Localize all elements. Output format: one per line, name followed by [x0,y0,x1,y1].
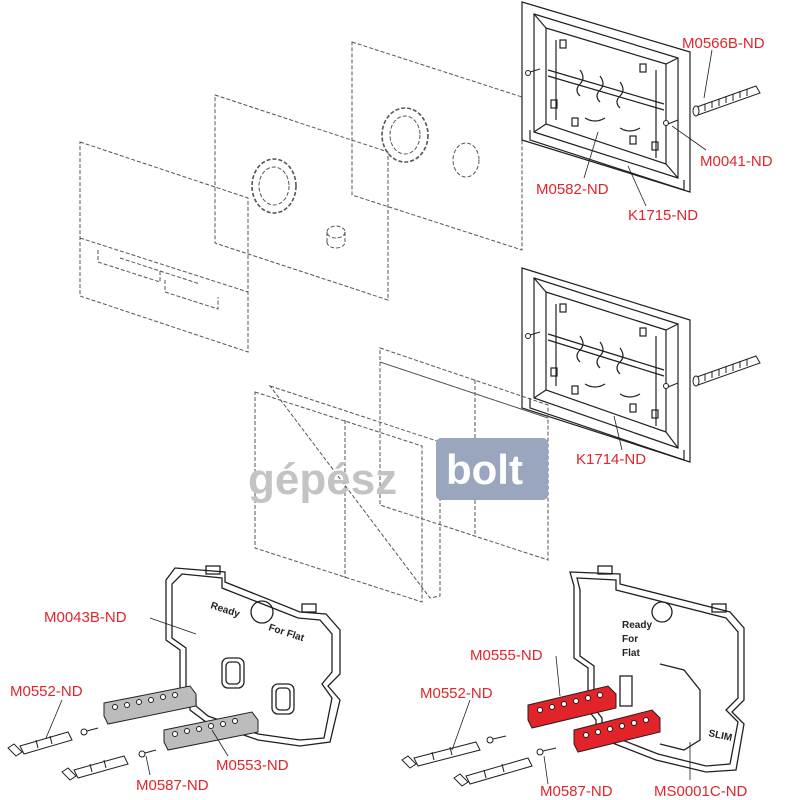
clip-strip-m0555-upper [527,685,617,729]
clip-strip-m0555-lower [573,709,661,753]
anchor-m0552-left-lower [61,755,129,781]
watermark: gépész bolt [248,438,548,504]
anchor-m0552-left-upper [7,731,73,757]
anchor-m0552-right-lower [453,757,533,787]
frame-k1714 [521,267,691,463]
long-screw-m0566b [692,85,761,117]
watermark-left-text: gépész [248,455,397,504]
side-screw-left-upper [525,68,541,76]
label-m0041: M0041-ND [700,153,773,170]
small-screw-m0041 [663,119,679,126]
plate-text-ready-vertical-2: For [622,634,638,645]
screw-m0587-left-lower [138,749,157,758]
label-k1714: K1714-ND [576,451,646,468]
side-screw-left-lower [525,331,541,339]
label-m0587-left: M0587-ND [136,777,209,794]
frame-k1715 [521,1,691,193]
part-labels: M0566B-ND M0041-ND M0582-ND K1715-ND K17… [10,35,773,800]
label-ms0001c: MS0001C-ND [654,783,748,800]
label-m0587-right: M0587-ND [540,783,613,800]
label-m0566b: M0566B-ND [682,35,765,52]
watermark-box [436,438,548,500]
cover-plate-blank [79,141,249,353]
mounting-plate-m0043b [165,565,341,747]
leader-lines [45,49,713,785]
watermark-right-text: bolt [446,446,523,493]
plate-text-for-flat: For Flat [267,622,306,644]
flat-cover-front [254,385,441,603]
cover-plate-single-button [214,94,389,301]
small-screw-lower [663,382,679,389]
clip-strip-m0553-lower [163,711,259,751]
screw-m0587-right-lower [536,747,557,756]
screw-m0587-right-upper [486,735,507,744]
clip-strip-m0553-upper [103,685,197,725]
plate-text-ready-vertical-3: Flat [622,648,640,659]
plate-text-slim: SLIM [707,728,733,744]
cover-plate-dual-button [351,41,523,251]
label-k1715: K1715-ND [628,207,698,224]
label-m0043b: M0043B-ND [44,609,127,626]
mounting-plate-ms0001c [569,565,745,773]
plate-text-ready-vertical-1: Ready [622,620,652,631]
label-m0582: M0582-ND [536,181,609,198]
plate-text-ready: Ready [209,600,241,620]
label-m0555: M0555-ND [470,647,543,664]
anchor-m0552-right-upper [401,741,481,769]
label-m0552-left: M0552-ND [10,683,83,700]
label-m0553: M0553-ND [216,757,289,774]
long-screw-lower [692,355,761,387]
label-m0552-right: M0552-ND [420,685,493,702]
screw-m0587-left-upper [80,727,99,736]
